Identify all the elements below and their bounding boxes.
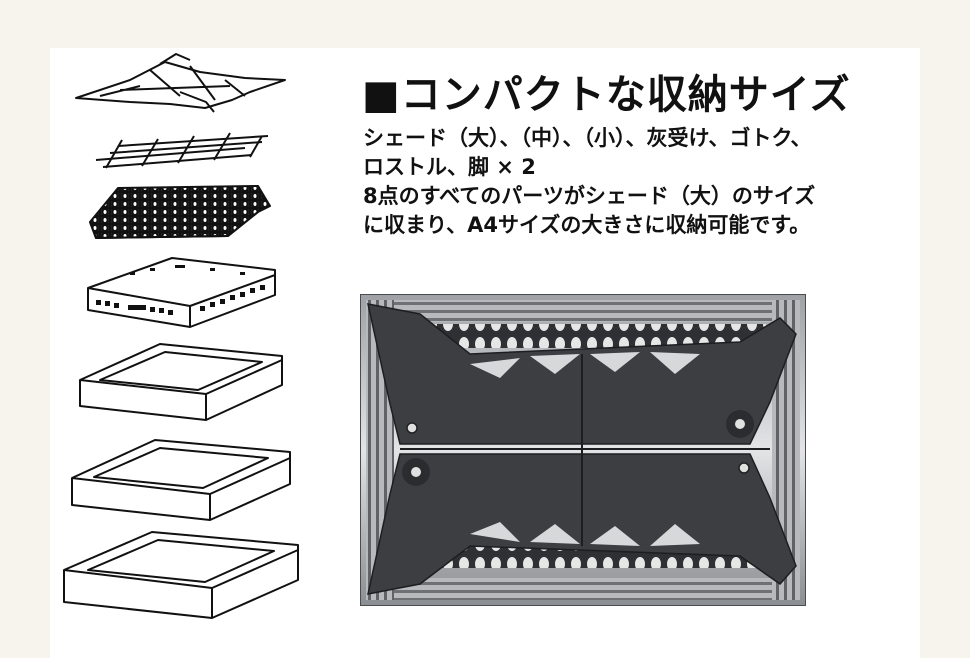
description-line: ロストル、脚 × 2	[363, 155, 536, 179]
description-line: シェード（大）、（中）、（小）、灰受け、ゴトク、	[363, 126, 812, 150]
shade-base-icon	[63, 531, 299, 619]
product-photo	[360, 294, 806, 606]
trivet-legs-icon	[75, 53, 286, 113]
page-title: ■コンパクトな収納サイズ	[362, 72, 851, 118]
parts-diagram	[63, 53, 299, 619]
ash-tray-icon	[89, 185, 271, 239]
description: シェード（大）、（中）、（小）、灰受け、ゴトク、 ロストル、脚 × 2 8点のす…	[363, 124, 923, 240]
shade-small-icon	[71, 439, 291, 521]
shade-large-icon	[87, 257, 276, 328]
shade-medium-icon	[79, 343, 283, 421]
description-line: に収まり、A4サイズの大きさに収納可能です。	[363, 213, 811, 237]
grate-icon	[95, 132, 269, 169]
description-line: 8点のすべてのパーツがシェード（大）のサイズ	[363, 184, 816, 208]
